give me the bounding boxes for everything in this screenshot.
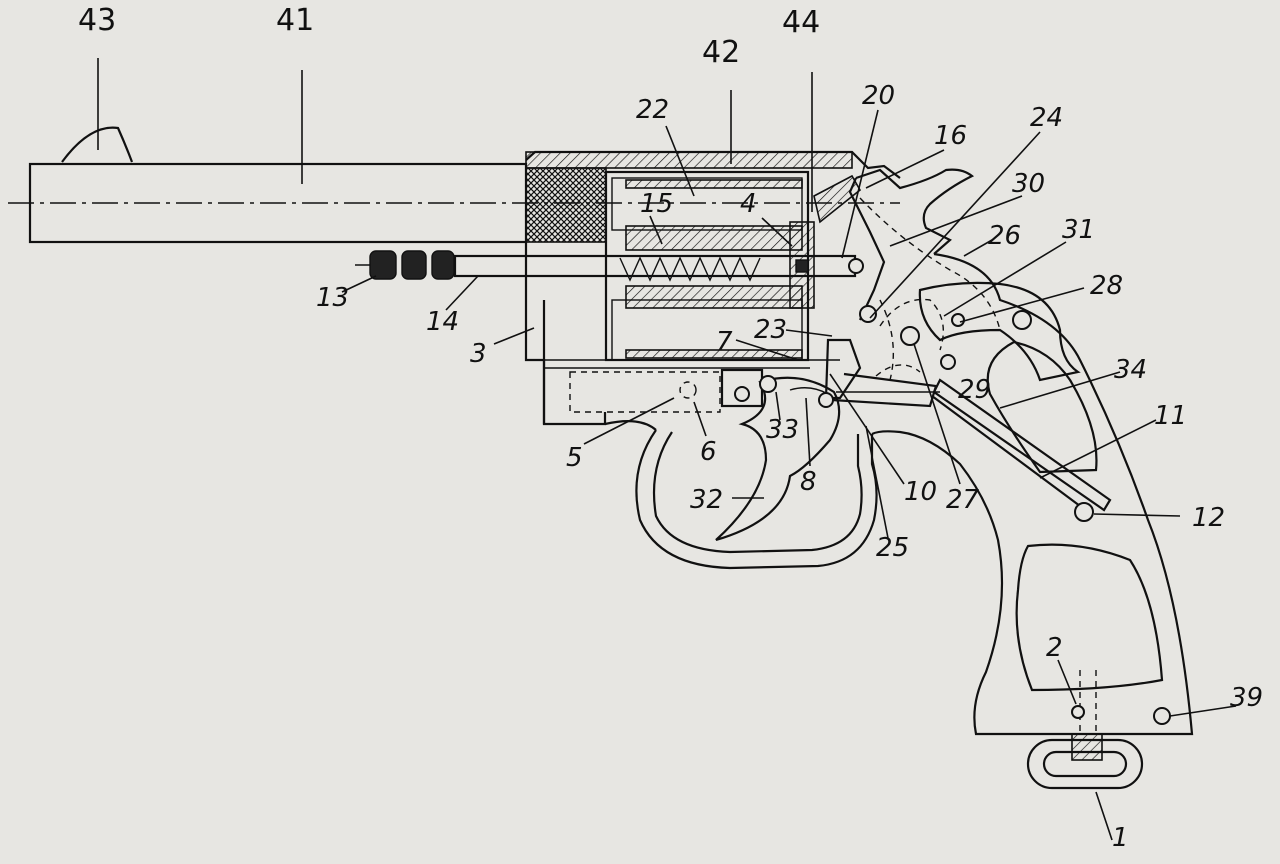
- label-11: 11: [1154, 401, 1187, 431]
- label-12: 12: [1192, 503, 1225, 533]
- label-43: 43: [78, 3, 116, 38]
- label-29: 29: [958, 375, 991, 405]
- label-30: 30: [1012, 169, 1045, 199]
- crane-latch: [569, 368, 764, 413]
- reference-numerals: 43 41 42 44 22 20 16 24 30 15 4 26 31 28…: [78, 3, 1263, 853]
- label-13: 13: [316, 283, 349, 313]
- label-14: 14: [426, 307, 459, 337]
- label-23: 23: [754, 315, 787, 345]
- label-8: 8: [800, 467, 817, 497]
- label-41: 41: [276, 3, 314, 38]
- lockwork: [818, 298, 965, 408]
- label-39: 39: [1230, 683, 1263, 713]
- label-20: 20: [862, 81, 895, 111]
- lanyard-ring: [1026, 670, 1144, 790]
- label-31: 31: [1062, 215, 1095, 245]
- label-42: 42: [702, 35, 740, 70]
- label-26: 26: [988, 221, 1021, 251]
- label-16: 16: [934, 121, 967, 151]
- label-7: 7: [716, 327, 733, 357]
- cylinder: [604, 170, 862, 362]
- ejector-rod: [355, 250, 864, 280]
- ejector-spring: [619, 256, 761, 282]
- label-3: 3: [470, 339, 487, 369]
- label-22: 22: [636, 95, 669, 125]
- label-10: 10: [904, 477, 937, 507]
- front-sight: [61, 126, 134, 163]
- label-2: 2: [1046, 633, 1063, 663]
- label-1: 1: [1112, 823, 1129, 853]
- label-32: 32: [690, 485, 723, 515]
- label-5: 5: [566, 443, 583, 473]
- label-15: 15: [640, 189, 673, 219]
- label-6: 6: [700, 437, 717, 467]
- label-4: 4: [740, 189, 757, 219]
- trigger-guard: [604, 419, 878, 570]
- label-33: 33: [766, 415, 799, 445]
- leader-lines: [97, 58, 1237, 841]
- label-44: 44: [782, 5, 820, 40]
- label-24: 24: [1030, 103, 1063, 133]
- label-25: 25: [876, 533, 909, 563]
- label-28: 28: [1090, 271, 1123, 301]
- label-27: 27: [946, 485, 980, 515]
- label-34: 34: [1114, 355, 1147, 385]
- hammer: [848, 168, 1001, 381]
- barrel-thread: [525, 167, 607, 243]
